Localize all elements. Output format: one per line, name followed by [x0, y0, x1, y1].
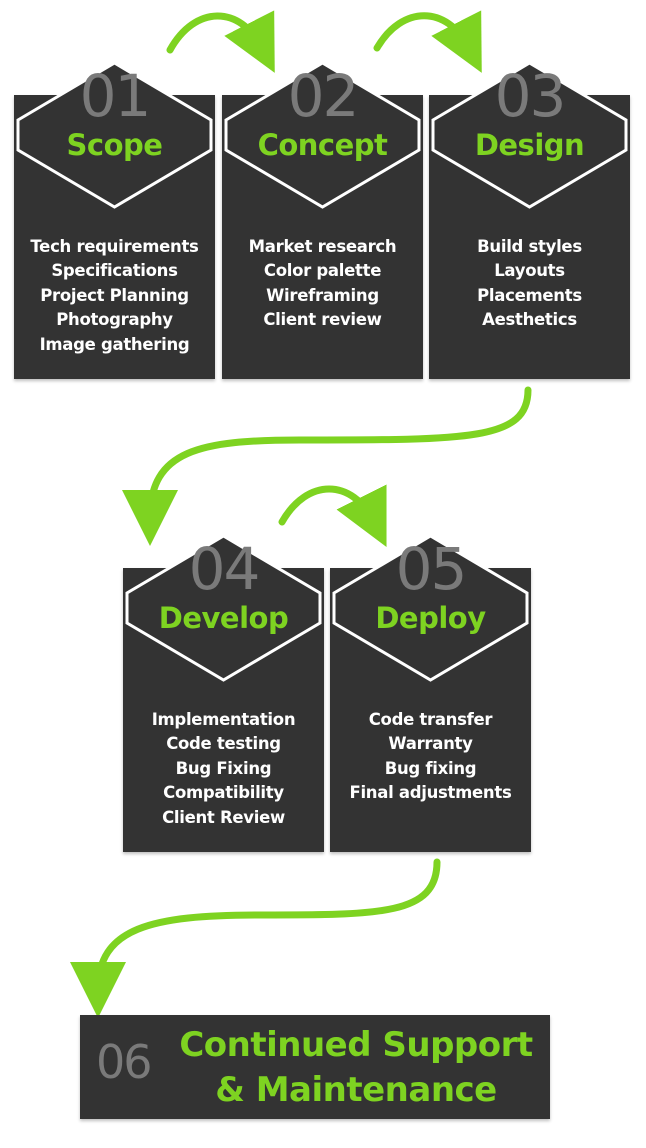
list-item: Photography [56, 310, 173, 330]
step-title: Develop [158, 601, 289, 635]
list-item: Aesthetics [482, 310, 577, 330]
list-item: Bug fixing [384, 758, 477, 778]
list-item: Client review [263, 310, 382, 330]
step-number: 02 [287, 62, 360, 130]
step-items: Tech requirements Specifications Project… [14, 235, 215, 357]
step-number: 05 [395, 535, 468, 603]
hexagon-badge [224, 61, 421, 209]
step-title-line2: & Maintenance [215, 1070, 497, 1110]
step-items: Code transfer Warranty Bug fixing Final … [330, 708, 531, 806]
list-item: Bug Fixing [175, 758, 272, 778]
list-item: Placements [477, 285, 582, 305]
list-item: Wireframing [266, 285, 379, 305]
step-title-line1: Continued Support [179, 1025, 533, 1065]
list-item: Final adjustments [349, 783, 512, 803]
step-card-support: 06 Continued Support & Maintenance [80, 1015, 550, 1119]
list-item: Implementation [151, 710, 296, 729]
hexagon-badge [431, 61, 628, 209]
arrow-05-to-06 [70, 858, 441, 1018]
list-item: Tech requirements [30, 237, 199, 256]
step-number: 03 [494, 62, 567, 130]
hexagon-badge [16, 61, 213, 209]
list-item: Compatibility [163, 783, 284, 803]
step-card-concept: 02 Concept Market research Color palette… [222, 61, 423, 379]
step-card-develop: 04 Develop Implementation Code testing B… [123, 534, 324, 852]
list-item: Code transfer [368, 710, 493, 729]
list-item: Specifications [51, 261, 178, 281]
step-items: Market research Color palette Wireframin… [222, 235, 423, 333]
step-title: Scope [66, 128, 163, 162]
list-item: Client Review [162, 807, 285, 827]
list-item: Market research [248, 237, 397, 256]
arrow-03-to-04 [122, 386, 532, 546]
list-item: Layouts [494, 261, 565, 281]
list-item: Build styles [477, 237, 582, 256]
step-title: Concept [257, 128, 388, 162]
list-item: Image gathering [39, 334, 190, 354]
hexagon-badge [125, 534, 322, 682]
step-card-deploy: 05 Deploy Code transfer Warranty Bug fix… [330, 534, 531, 852]
arrow-04-to-05 [278, 484, 387, 548]
step-number: 06 [96, 1035, 153, 1089]
step-title: Continued Support & Maintenance [176, 1023, 536, 1113]
arrow-01-to-02 [166, 10, 275, 73]
step-number: 04 [188, 535, 261, 603]
list-item: Project Planning [40, 285, 189, 305]
step-items: Implementation Code testing Bug Fixing C… [123, 708, 324, 830]
step-card-design: 03 Design Build styles Layouts Placement… [429, 61, 630, 379]
step-number: 01 [79, 62, 152, 130]
list-item: Code testing [166, 734, 281, 754]
arrow-02-to-03 [373, 10, 482, 73]
list-item: Warranty [388, 734, 473, 754]
list-item: Color palette [263, 261, 382, 281]
step-title: Design [474, 128, 585, 162]
hexagon-badge [332, 534, 529, 682]
step-title: Deploy [375, 601, 486, 635]
step-items: Build styles Layouts Placements Aestheti… [429, 235, 630, 333]
step-card-scope: 01 Scope Tech requirements Specification… [14, 61, 215, 379]
